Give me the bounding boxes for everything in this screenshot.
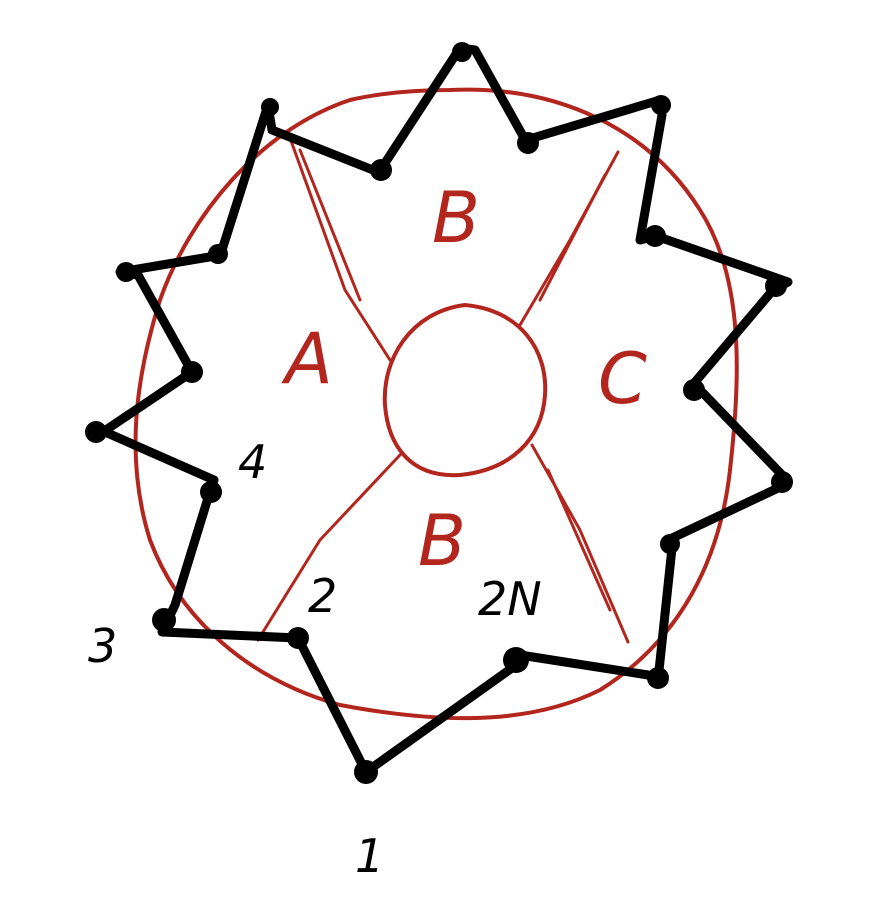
vertex-label-2: 2 [308, 569, 337, 623]
vertex-18 [660, 534, 680, 554]
vertex-10 [370, 159, 392, 181]
vertex-3 [152, 608, 176, 632]
inner-circle [382, 303, 548, 478]
vertices [85, 42, 793, 784]
vertex-label-2n: 2N [478, 572, 542, 626]
vertex-14 [644, 225, 666, 247]
vertex-12 [517, 132, 539, 154]
divider-bottom-left [256, 453, 402, 642]
vertex-9 [261, 98, 279, 116]
vertex-13 [651, 95, 671, 115]
region-label-c: C [598, 338, 647, 420]
vertex-2n [503, 647, 529, 673]
vertex-8 [208, 244, 228, 264]
zigzag-polygon [89, 43, 793, 777]
vertex-7 [116, 262, 136, 282]
vertex-19 [647, 667, 669, 689]
vertex-16 [683, 379, 705, 401]
region-label-a: A [281, 318, 333, 400]
vertex-4 [200, 481, 222, 503]
vertex-11 [452, 42, 472, 62]
divider-top-left-shade [298, 148, 362, 302]
divider-top-right-shade [538, 173, 607, 302]
vertex-1 [354, 760, 378, 784]
vertex-label-3: 3 [88, 619, 117, 673]
vertex-2 [287, 627, 309, 649]
vertex-label-1: 1 [355, 829, 384, 883]
vertex-5 [85, 421, 107, 443]
divider-top-left [288, 136, 392, 362]
region-label-b-top: B [432, 177, 480, 259]
divider-bottom-right-shade [546, 468, 612, 612]
vertex-label-4: 4 [238, 435, 267, 489]
region-label-b-bottom: B [418, 500, 466, 582]
vertex-17 [771, 471, 793, 493]
vertex-15 [765, 275, 787, 297]
vertex-6 [181, 361, 203, 383]
